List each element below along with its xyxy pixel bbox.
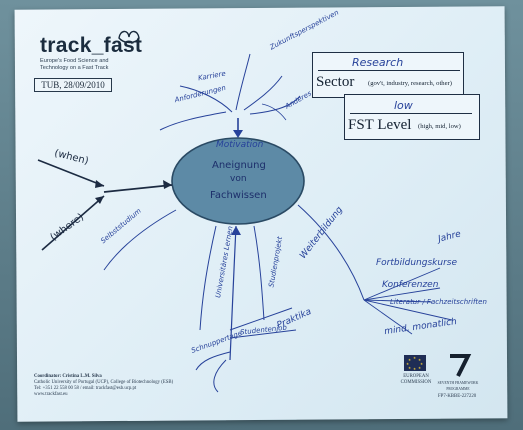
fst-level-value: low [394, 99, 413, 112]
date-stamp: TUB, 28/09/2010 [34, 78, 112, 92]
footer-website: www.trackfast.eu [34, 392, 68, 397]
branch-bottom-left [199, 225, 217, 331]
fp7-label: SEVENTH FRAMEWORK PROGRAMME [437, 381, 479, 391]
branch-anforderungen [179, 85, 233, 113]
branch-universitaet [229, 225, 237, 361]
branch-weiterbildung [297, 204, 365, 301]
trackfast-logo-text: track_fast [40, 34, 143, 57]
branch-karriere [235, 53, 251, 111]
where-arrow [41, 195, 105, 251]
trackfast-leaf-icon [118, 30, 140, 44]
note-konferenzen: Konferenzen [382, 280, 439, 290]
sector-underline [318, 70, 460, 71]
branch-praktika [229, 307, 293, 331]
branch-bottom-right [253, 225, 265, 321]
grant-number: FP7-KBBE-227220 [438, 394, 477, 399]
footer-contact: Tel: +351 22 558 00 58 / email: trackfas… [34, 386, 137, 391]
fst-level-hint: (high, mid, low) [418, 123, 461, 130]
branch-extra [159, 111, 227, 131]
footer-affiliation: Catholic University of Portugal (UCP), C… [34, 380, 174, 385]
fp7-logo-icon [450, 354, 472, 377]
branch-zukunft [243, 75, 283, 111]
sector-hint: (gov't, industry, research, other) [368, 80, 452, 87]
when-arrow [37, 159, 105, 187]
inputs-to-center-arrow [103, 184, 173, 193]
branch-selbststudium [103, 209, 177, 271]
sector-label: Sector [316, 74, 355, 90]
note-literatur: Literatur / Fachzeitschriften [390, 298, 487, 306]
note-fortbildungskurse: Fortbildungskurse [376, 258, 457, 268]
center-line-3: Fachwissen [210, 190, 267, 201]
ec-label: EUROPEAN COMMISSION [400, 374, 432, 385]
eu-flag-icon: ★★ ★★ ★★ ★★ [404, 355, 426, 371]
footer-coordinator: Coordinator: Cristina L.M. Silva [34, 374, 102, 379]
motivation-label: Motivation [216, 140, 264, 150]
center-line-1: Aneignung [212, 160, 266, 171]
center-line-2: von [230, 174, 247, 184]
branch-studentenjob [229, 329, 297, 339]
fst-level-label: FST Level [348, 117, 412, 133]
trackfast-tagline: Europe's Food Science and Technology on … [40, 58, 109, 71]
fst-level-box [344, 94, 480, 140]
sector-value: Research [352, 56, 404, 69]
fst-level-underline [350, 113, 472, 114]
branch-anderes [249, 95, 301, 115]
